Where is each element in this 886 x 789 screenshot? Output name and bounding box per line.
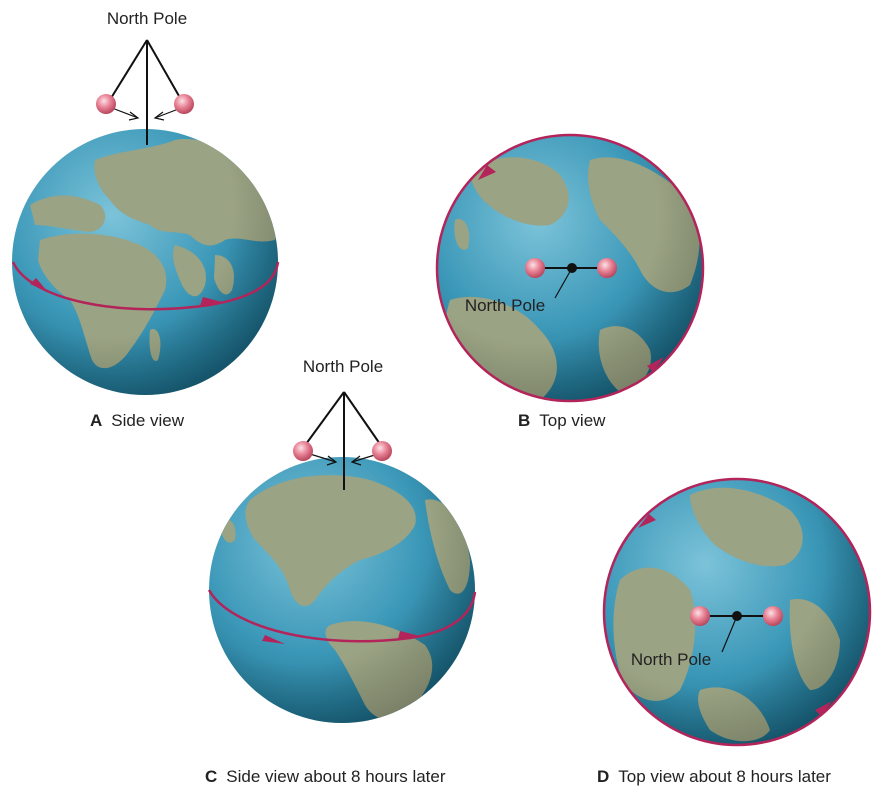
- pendulum-bob: [174, 94, 194, 114]
- north-pole-label: North Pole: [631, 650, 711, 669]
- north-pole-label: North Pole: [465, 296, 545, 315]
- rotation-arrow-icon: [435, 133, 705, 403]
- rotation-arrowhead: [200, 297, 222, 306]
- rotation-arrowhead: [30, 278, 48, 292]
- rotation-arrow-icon: [602, 477, 872, 747]
- pendulum-icon: [305, 391, 381, 490]
- pendulum-icon: [107, 39, 184, 145]
- pendulum-bob: [763, 606, 783, 626]
- north-pole-label: North Pole: [303, 357, 383, 376]
- globe-icon: [209, 457, 475, 723]
- rotation-arrowhead: [638, 514, 656, 528]
- pendulum-bob: [96, 94, 116, 114]
- pendulum-bob: [525, 258, 545, 278]
- rotation-arrowhead: [647, 357, 664, 372]
- pendulum-bob: [372, 441, 392, 461]
- north-pole-label: North Pole: [107, 9, 187, 28]
- rotation-arrow-icon: [207, 589, 477, 643]
- pendulum-icon: [690, 606, 783, 653]
- rotation-arrowhead: [398, 631, 420, 639]
- rotation-arrowhead: [262, 635, 285, 644]
- globe-icon: [12, 129, 278, 395]
- rotation-arrowhead: [478, 165, 496, 180]
- rotation-arrowhead: [815, 701, 832, 716]
- pendulum-icon: [525, 258, 617, 299]
- pendulum-bob: [597, 258, 617, 278]
- pendulum-bob: [293, 441, 313, 461]
- pendulum-bob: [690, 606, 710, 626]
